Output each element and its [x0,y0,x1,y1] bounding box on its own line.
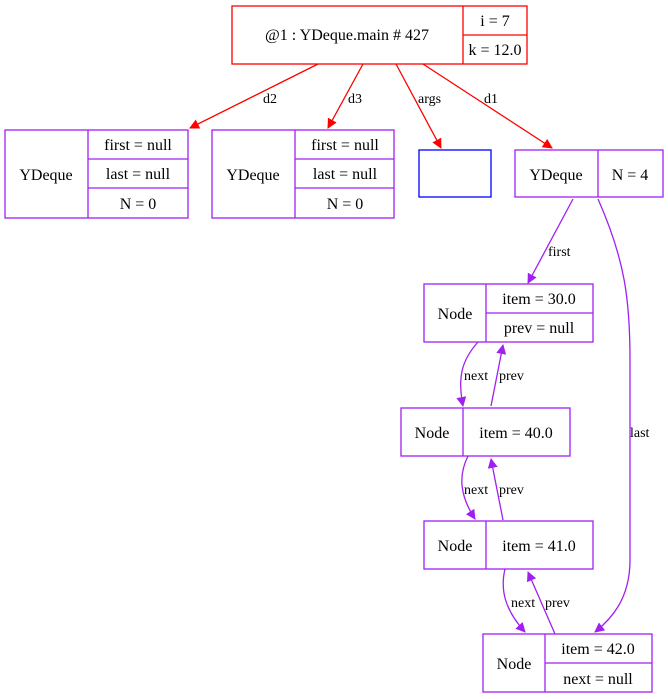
node-item-30[interactable]: Node item = 30.0 prev = null [423,283,594,343]
ydeque-d3-node[interactable]: YDeque first = null last = null N = 0 [211,129,395,219]
class-name: Node [438,306,473,323]
edge-next-1: next [456,341,488,407]
field: first = null [311,137,379,154]
edge-next-3: next [502,568,535,633]
edge-label-prev-2: prev [499,483,524,498]
field: last = null [313,166,378,183]
node-item-41[interactable]: Node item = 41.0 [423,520,594,570]
field: first = null [104,137,172,154]
edge-label-prev-1: prev [499,369,524,384]
edge-d2: d2 [189,63,319,129]
ydeque-d2-node[interactable]: YDeque first = null last = null N = 0 [4,129,189,219]
edge-label-next-3: next [511,596,535,611]
field: N = 0 [120,196,157,213]
field: last = null [106,166,171,183]
class-name: YDeque [529,167,582,184]
class-name: Node [415,425,450,442]
edge-label-first: first [548,245,571,260]
edge-last: last [594,198,650,633]
edge-label-next-1: next [464,369,488,384]
edge-d3: d3 [327,63,364,129]
node-item-42[interactable]: Node item = 42.0 next = null [482,633,653,693]
field: item = 40.0 [479,425,552,442]
field: item = 41.0 [502,538,575,555]
frame-field: k = 12.0 [468,42,521,59]
frame-title: @1 : YDeque.main # 427 [265,27,429,44]
args-array-node[interactable] [418,149,492,198]
class-name: Node [438,538,473,555]
node-item-40[interactable]: Node item = 40.0 [400,407,571,457]
edge-label-d2: d2 [263,92,277,107]
edge-label-last: last [630,426,650,441]
edge-label-next-2: next [464,483,488,498]
field: N = 4 [612,167,649,184]
edge-label-d3: d3 [348,92,362,107]
edge-label-d1: d1 [484,92,498,107]
edge-next-2: next [461,455,488,520]
stack-frame-node[interactable]: @1 : YDeque.main # 427 i = 7 k = 12.0 [231,5,528,65]
field: prev = null [504,320,575,337]
edge-args: args [395,63,442,149]
class-name: Node [497,656,532,673]
field: next = null [563,671,633,688]
class-name: YDeque [19,167,72,184]
edge-d1: d1 [422,63,553,149]
ydeque-d1-node[interactable]: YDeque N = 4 [514,149,664,198]
edge-prev-1: prev [490,344,524,407]
field: item = 42.0 [561,641,634,658]
field: N = 0 [327,196,364,213]
edge-prev-2: prev [487,458,524,521]
edge-first: first [527,198,574,284]
edge-label-args: args [418,92,441,107]
field: item = 30.0 [502,291,575,308]
edge-prev-3: prev [527,571,570,635]
frame-field: i = 7 [480,13,509,30]
edge-label-prev-3: prev [545,596,570,611]
class-name: YDeque [226,167,279,184]
